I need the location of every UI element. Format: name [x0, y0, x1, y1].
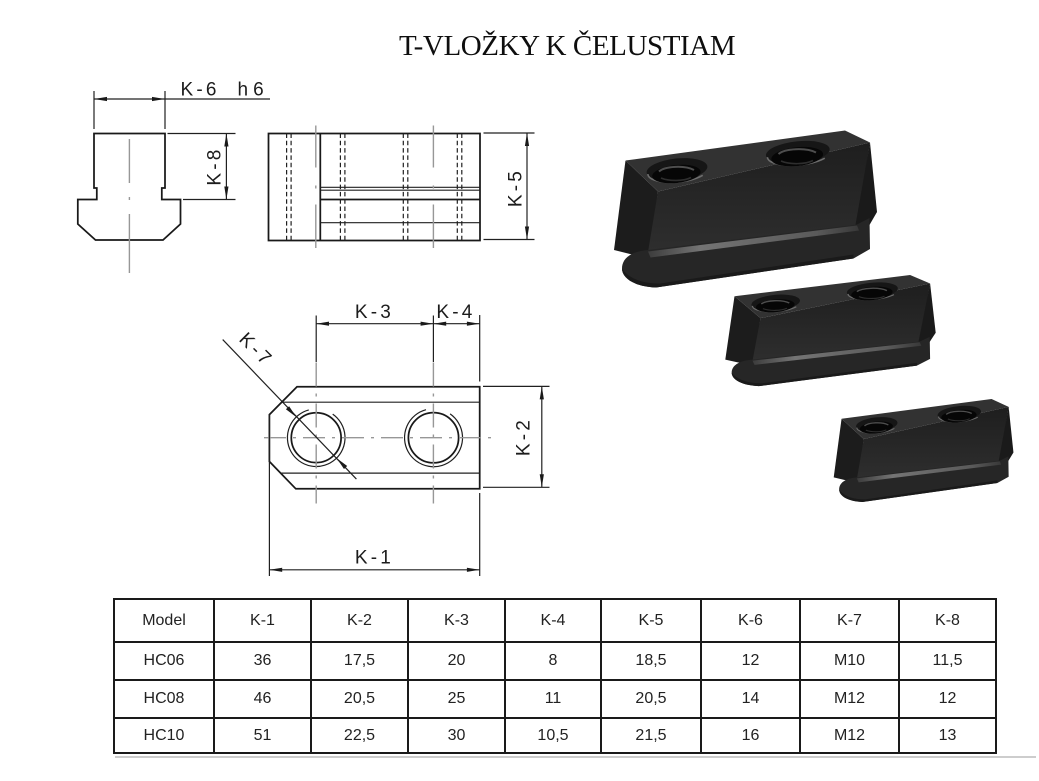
svg-text:K-4: K-4	[436, 302, 475, 323]
svg-text:K-8: K-8	[205, 146, 226, 185]
svg-text:K-7: K-7	[235, 329, 278, 372]
svg-text:K-5: K-5	[506, 168, 527, 207]
svg-text:K-1: K-1	[355, 548, 394, 569]
svg-text:K-2: K-2	[514, 417, 535, 456]
svg-text:h6: h6	[238, 80, 269, 101]
svg-text:K-3: K-3	[355, 302, 394, 323]
svg-text:K-6: K-6	[181, 80, 220, 101]
